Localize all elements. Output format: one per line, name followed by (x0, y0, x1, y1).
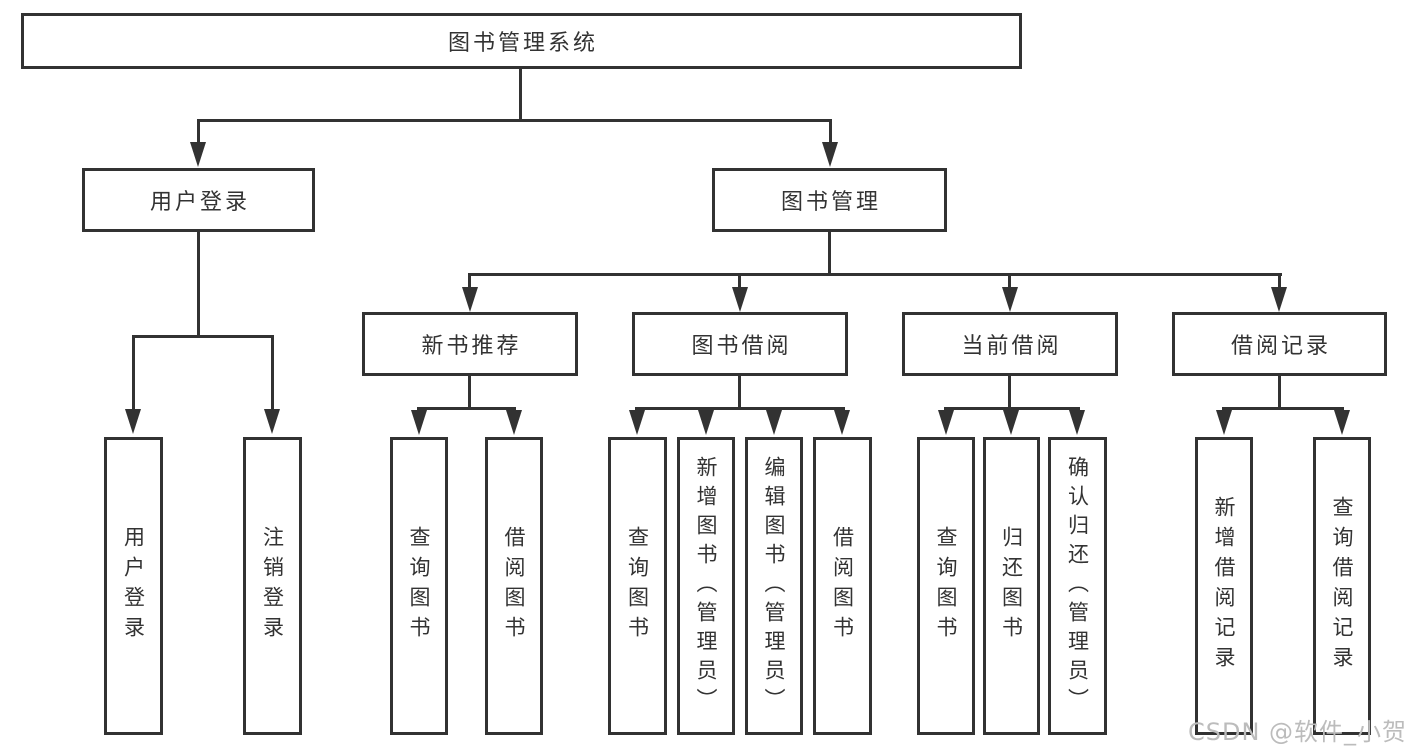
connector-book-borrow-branch (635, 407, 845, 410)
connector-book-mgmt-stem (828, 232, 831, 275)
connector-borrow-records-branch (1222, 407, 1344, 410)
connector-root-branch (197, 119, 832, 122)
connector-book-borrow-stem (738, 376, 741, 410)
down-arrow-icon (1216, 410, 1232, 435)
node-book-mgmt: 图书管理 (712, 168, 947, 232)
connector-user-login-stem (197, 232, 200, 337)
down-arrow-icon (732, 287, 748, 312)
down-arrow-icon (190, 142, 206, 167)
node-leaf-borrow-books-a: 借阅图书 (485, 437, 543, 735)
node-book-borrow: 图书借阅 (632, 312, 848, 376)
connector-drop-current-borrow (1008, 273, 1011, 289)
down-arrow-icon (698, 410, 714, 435)
connector-drop-leaf-logout (271, 335, 274, 410)
connector-user-login-branch (132, 335, 274, 338)
node-user-login: 用户登录 (82, 168, 315, 232)
node-leaf-user-login: 用户登录 (104, 437, 163, 735)
down-arrow-icon (264, 409, 280, 434)
down-arrow-icon (1334, 410, 1350, 435)
node-leaf-query-books-b: 查询图书 (608, 437, 667, 735)
down-arrow-icon (411, 410, 427, 435)
down-arrow-icon (1003, 410, 1019, 435)
connector-drop-new-books (468, 273, 471, 289)
down-arrow-icon (629, 410, 645, 435)
connector-drop-leaf-user-login (132, 335, 135, 410)
node-leaf-query-books-c: 查询图书 (917, 437, 975, 735)
node-leaf-confirm-return: 确认归还（管理员） (1048, 437, 1107, 735)
down-arrow-icon (125, 409, 141, 434)
node-root: 图书管理系统 (21, 13, 1022, 69)
node-borrow-records: 借阅记录 (1172, 312, 1387, 376)
down-arrow-icon (462, 287, 478, 312)
connector-book-mgmt-branch (469, 273, 1282, 276)
down-arrow-icon (834, 410, 850, 435)
down-arrow-icon (766, 410, 782, 435)
connector-drop-book-borrow (738, 273, 741, 289)
connector-drop-borrow-records (1278, 273, 1281, 289)
connector-new-books-stem (468, 376, 471, 410)
node-leaf-edit-books: 编辑图书（管理员） (745, 437, 803, 735)
node-new-books: 新书推荐 (362, 312, 578, 376)
node-leaf-add-books: 新增图书（管理员） (677, 437, 735, 735)
watermark-text: CSDN @软件_小贺同学 (1188, 718, 1405, 746)
connector-drop-book-mgmt (829, 119, 832, 146)
node-current-borrow: 当前借阅 (902, 312, 1118, 376)
connector-current-borrow-stem (1008, 376, 1011, 410)
connector-new-books-branch (417, 407, 516, 410)
down-arrow-icon (822, 142, 838, 167)
connector-root-stem (519, 69, 522, 121)
node-leaf-add-record: 新增借阅记录 (1195, 437, 1253, 735)
down-arrow-icon (1002, 287, 1018, 312)
down-arrow-icon (1069, 410, 1085, 435)
node-leaf-query-record: 查询借阅记录 (1313, 437, 1371, 735)
down-arrow-icon (1271, 287, 1287, 312)
down-arrow-icon (938, 410, 954, 435)
connector-current-borrow-branch (944, 407, 1080, 410)
connector-drop-user-login (197, 119, 200, 146)
connector-borrow-records-stem (1278, 376, 1281, 410)
node-leaf-return-books: 归还图书 (983, 437, 1040, 735)
node-leaf-borrow-books-b: 借阅图书 (813, 437, 872, 735)
down-arrow-icon (506, 410, 522, 435)
node-leaf-query-books-a: 查询图书 (390, 437, 448, 735)
node-leaf-logout: 注销登录 (243, 437, 302, 735)
